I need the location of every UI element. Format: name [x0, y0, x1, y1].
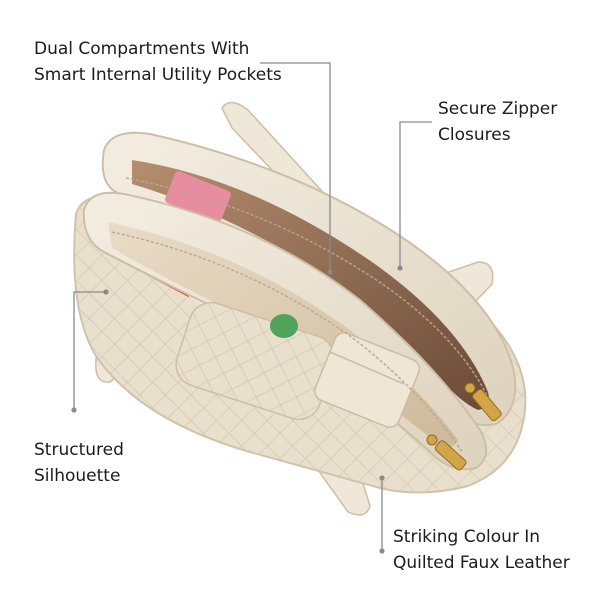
callout-leather-line1: Striking Colour In — [393, 527, 541, 547]
leader-compartments — [260, 62, 331, 272]
callout-zipper: Secure Zipper Closures — [438, 96, 557, 148]
callout-compartments-line1: Dual Compartments With — [34, 39, 250, 59]
callout-silhouette-line2: Silhouette — [34, 466, 121, 486]
callout-leather: Striking Colour In Quilted Faux Leather — [393, 524, 570, 576]
callout-compartments: Dual Compartments With Smart Internal Ut… — [34, 36, 282, 88]
leader-lines — [71, 62, 432, 554]
wallet — [314, 332, 420, 428]
callout-silhouette-line1: Structured — [34, 440, 124, 460]
green-cap — [270, 314, 298, 338]
pink-pouch — [165, 171, 231, 223]
callout-zipper-line2: Closures — [438, 125, 511, 145]
zipper-pull-front — [426, 434, 467, 471]
callout-compartments-line2: Smart Internal Utility Pockets — [34, 65, 282, 85]
zipper-pull-back — [464, 382, 502, 422]
callout-silhouette: Structured Silhouette — [34, 437, 124, 489]
leader-zipper — [399, 121, 432, 268]
callout-leather-line2: Quilted Faux Leather — [393, 553, 570, 573]
leader-silhouette — [73, 291, 106, 410]
callout-zipper-line1: Secure Zipper — [438, 99, 558, 119]
